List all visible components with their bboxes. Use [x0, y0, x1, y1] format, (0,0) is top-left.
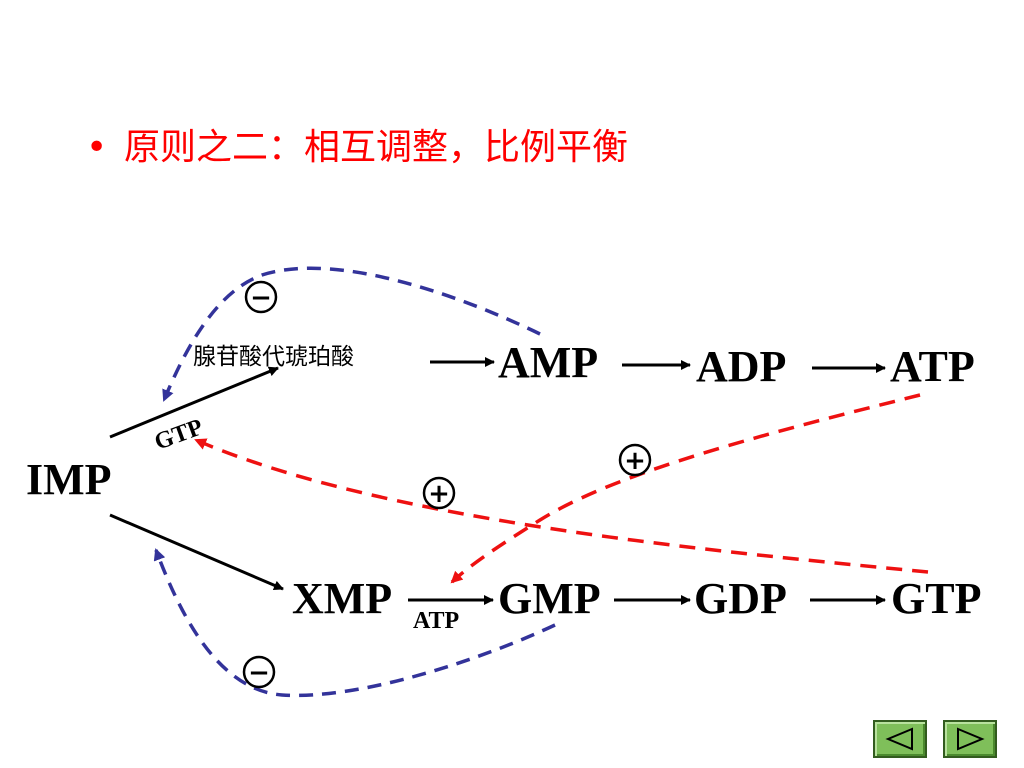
node-atp: ATP [890, 342, 975, 391]
prev-slide-button[interactable] [873, 720, 927, 758]
plus-icon: + [624, 446, 646, 476]
sign-right-plus: + [618, 443, 652, 477]
feedback-gmp-inhibition [153, 548, 556, 698]
slide-title: • 原则之二：相互调整，比例平衡 [86, 118, 628, 170]
node-imp: IMP [26, 455, 112, 504]
node-xmp: XMP [292, 574, 392, 623]
bullet: • [86, 127, 108, 168]
plus-icon: + [428, 479, 450, 509]
feedback-gtp-activation [194, 438, 929, 574]
minus-icon: − [248, 658, 270, 688]
next-slide-button[interactable] [943, 720, 997, 758]
node-gmp: GMP [498, 574, 601, 623]
title-text: 原则之二：相互调整，比例平衡 [124, 127, 629, 168]
node-amp: AMP [498, 338, 598, 387]
sign-top-minus: − [244, 280, 278, 314]
triangle-right-icon [957, 727, 985, 751]
cofactor-gtp: GTP [151, 414, 206, 455]
arrow-imp-to-intermediate [109, 366, 279, 439]
node-gtp: GTP [891, 574, 981, 623]
sign-bottom-minus: − [242, 655, 276, 689]
cofactor-atp: ATP [413, 608, 459, 634]
triangle-left-icon [885, 727, 913, 751]
arrow-imp-to-xmp [109, 513, 284, 591]
sign-middle-plus: + [422, 476, 456, 510]
feedback-atp-activation [450, 393, 921, 584]
minus-icon: − [250, 283, 272, 313]
node-gdp: GDP [694, 574, 787, 623]
feedback-amp-inhibition [162, 266, 541, 402]
node-adp: ADP [696, 342, 786, 391]
node-adenylosuccinate: 腺苷酸代琥珀酸 [193, 344, 354, 370]
